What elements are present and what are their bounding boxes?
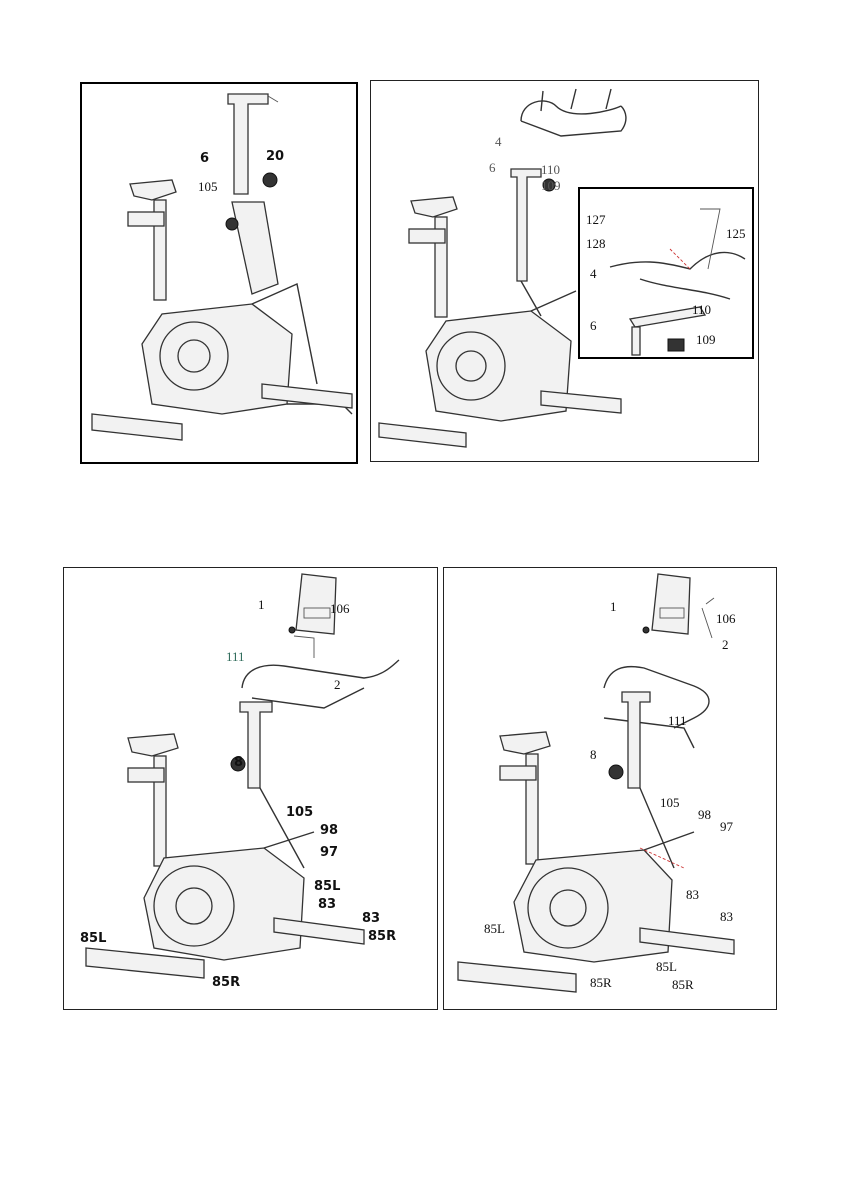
label-98: 98 bbox=[698, 808, 711, 821]
inset-label-6: 6 bbox=[590, 319, 597, 332]
label-2: 2 bbox=[334, 678, 341, 691]
label-83: 83 bbox=[720, 910, 733, 923]
label-111: 111 bbox=[226, 650, 245, 663]
label-83: 83 bbox=[362, 912, 380, 925]
label-85R: 85R bbox=[368, 930, 396, 943]
label-97: 97 bbox=[320, 846, 338, 859]
label-111: 111 bbox=[668, 714, 687, 727]
label-110: 110 bbox=[541, 163, 560, 176]
label-6: 6 bbox=[200, 152, 209, 165]
step-panel-bottom-left: 1 106 111 2 8 105 98 97 85L 83 83 85R 85… bbox=[63, 567, 438, 1010]
label-106: 106 bbox=[330, 602, 350, 615]
inset-label-125: 125 bbox=[726, 227, 746, 240]
label-85R: 85R bbox=[590, 976, 612, 989]
inset-label-128: 128 bbox=[586, 237, 606, 250]
step-panel-top-right: 4 6 110 109 127 128 125 4 6 110 109 bbox=[370, 80, 759, 462]
bike-drawing-top-left bbox=[82, 84, 360, 466]
bike-drawing-bottom-left bbox=[64, 568, 439, 1011]
bike-drawing-bottom-right bbox=[444, 568, 778, 1011]
label-85L: 85L bbox=[80, 932, 106, 945]
label-105: 105 bbox=[198, 180, 218, 193]
label-85R: 85R bbox=[672, 978, 694, 991]
label-8: 8 bbox=[590, 748, 597, 761]
label-109: 109 bbox=[541, 179, 561, 192]
label-85L: 85L bbox=[484, 922, 505, 935]
label-83: 83 bbox=[686, 888, 699, 901]
step-panel-top-left: 6 20 105 bbox=[80, 82, 358, 464]
label-2: 2 bbox=[722, 638, 729, 651]
label-85L: 85L bbox=[314, 880, 340, 893]
inset-label-127: 127 bbox=[586, 213, 606, 226]
label-97: 97 bbox=[720, 820, 733, 833]
step-panel-bottom-right: 1 106 2 111 8 105 98 97 83 83 85L 85L 85… bbox=[443, 567, 777, 1010]
inset-label-110: 110 bbox=[692, 303, 711, 316]
inset-label-109: 109 bbox=[696, 333, 716, 346]
label-85R: 85R bbox=[212, 976, 240, 989]
inset-label-4: 4 bbox=[590, 267, 597, 280]
label-20: 20 bbox=[266, 150, 284, 163]
label-1: 1 bbox=[258, 598, 265, 611]
label-8: 8 bbox=[234, 756, 243, 769]
label-1: 1 bbox=[610, 600, 617, 613]
label-4: 4 bbox=[495, 135, 502, 148]
label-98: 98 bbox=[320, 824, 338, 837]
label-106: 106 bbox=[716, 612, 736, 625]
label-83: 83 bbox=[318, 898, 336, 911]
label-85L: 85L bbox=[656, 960, 677, 973]
label-6: 6 bbox=[489, 161, 496, 174]
label-105: 105 bbox=[286, 806, 313, 819]
label-105: 105 bbox=[660, 796, 680, 809]
detail-inset: 127 128 125 4 6 110 109 bbox=[578, 187, 754, 359]
